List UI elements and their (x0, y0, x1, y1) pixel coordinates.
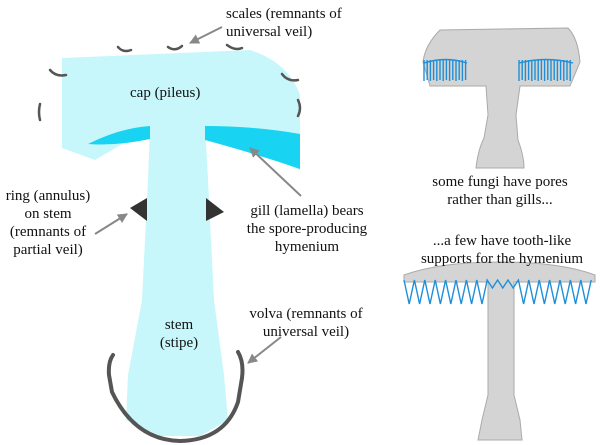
label-ring-line-4: partial veil) (13, 242, 83, 258)
pores-left-rim (423, 58, 468, 64)
gill-right (205, 126, 300, 169)
gill-left (88, 126, 150, 145)
label-teeth: ...a few have tooth-like supports for the… (404, 232, 600, 268)
main-mushroom (37, 43, 302, 444)
teeth-hymenium (403, 278, 592, 305)
label-ring-line-1: ring (annulus) (5, 188, 91, 204)
pores-right-tubes (518, 60, 571, 81)
label-stem: stem (stipe) (154, 316, 204, 352)
teeth-mushroom (403, 261, 596, 441)
label-pores: some fungi have pores rather than gills..… (404, 173, 596, 209)
label-volva: volva (remnants of universal veil) (236, 305, 376, 341)
label-stem-line-2: (stipe) (159, 335, 199, 351)
arrow-volva (247, 336, 282, 364)
cap-scales (37, 43, 302, 122)
label-stem-line-1: stem (164, 317, 194, 333)
pores-right-rim (518, 58, 574, 64)
pores-mushroom-shape (422, 27, 581, 169)
pores-hymenium-left (423, 58, 468, 81)
label-volva-line-1: volva (remnants of (249, 306, 363, 322)
label-ring: ring (annulus) on stem (remnants of partial… (0, 187, 98, 259)
label-gill-line-3: hymenium (274, 239, 340, 255)
label-cap-line-1: cap (pileus) (130, 85, 201, 101)
label-teeth-line-1: ...a few have tooth-like (432, 233, 572, 249)
label-ring-line-2: on stem (24, 206, 72, 222)
arrow-scales (189, 26, 223, 44)
label-pores-line-1: some fungi have pores (432, 174, 568, 190)
label-scales-line-2: universal veil) (226, 24, 313, 40)
pores-hymenium-right (518, 58, 574, 81)
label-volva-line-2: universal veil) (262, 324, 350, 340)
label-scales: scales (remnants of universal veil) (226, 5, 342, 41)
label-cap: cap (pileus) (130, 84, 200, 102)
arrow-gill (249, 147, 302, 197)
volva (106, 350, 245, 444)
stem-shape (126, 125, 228, 436)
label-scales-line-1: scales (remnants of (226, 6, 342, 22)
leader-arrows (94, 26, 302, 364)
arrow-ring (94, 213, 128, 235)
label-pores-line-2: rather than gills... (447, 192, 553, 208)
ring-left (130, 198, 147, 221)
label-gill: gill (lamella) bears the spore-producing h… (237, 202, 377, 256)
label-teeth-line-2: supports for the hymenium (420, 251, 584, 267)
pores-left-tubes (423, 60, 467, 81)
pores-mushroom (422, 27, 581, 169)
teeth-mushroom-shape (403, 261, 596, 441)
label-gill-line-1: gill (lamella) bears (250, 203, 364, 219)
label-gill-line-2: the spore-producing (246, 221, 368, 237)
ring-right (206, 198, 224, 221)
label-ring-line-3: (remnants of (9, 224, 87, 240)
